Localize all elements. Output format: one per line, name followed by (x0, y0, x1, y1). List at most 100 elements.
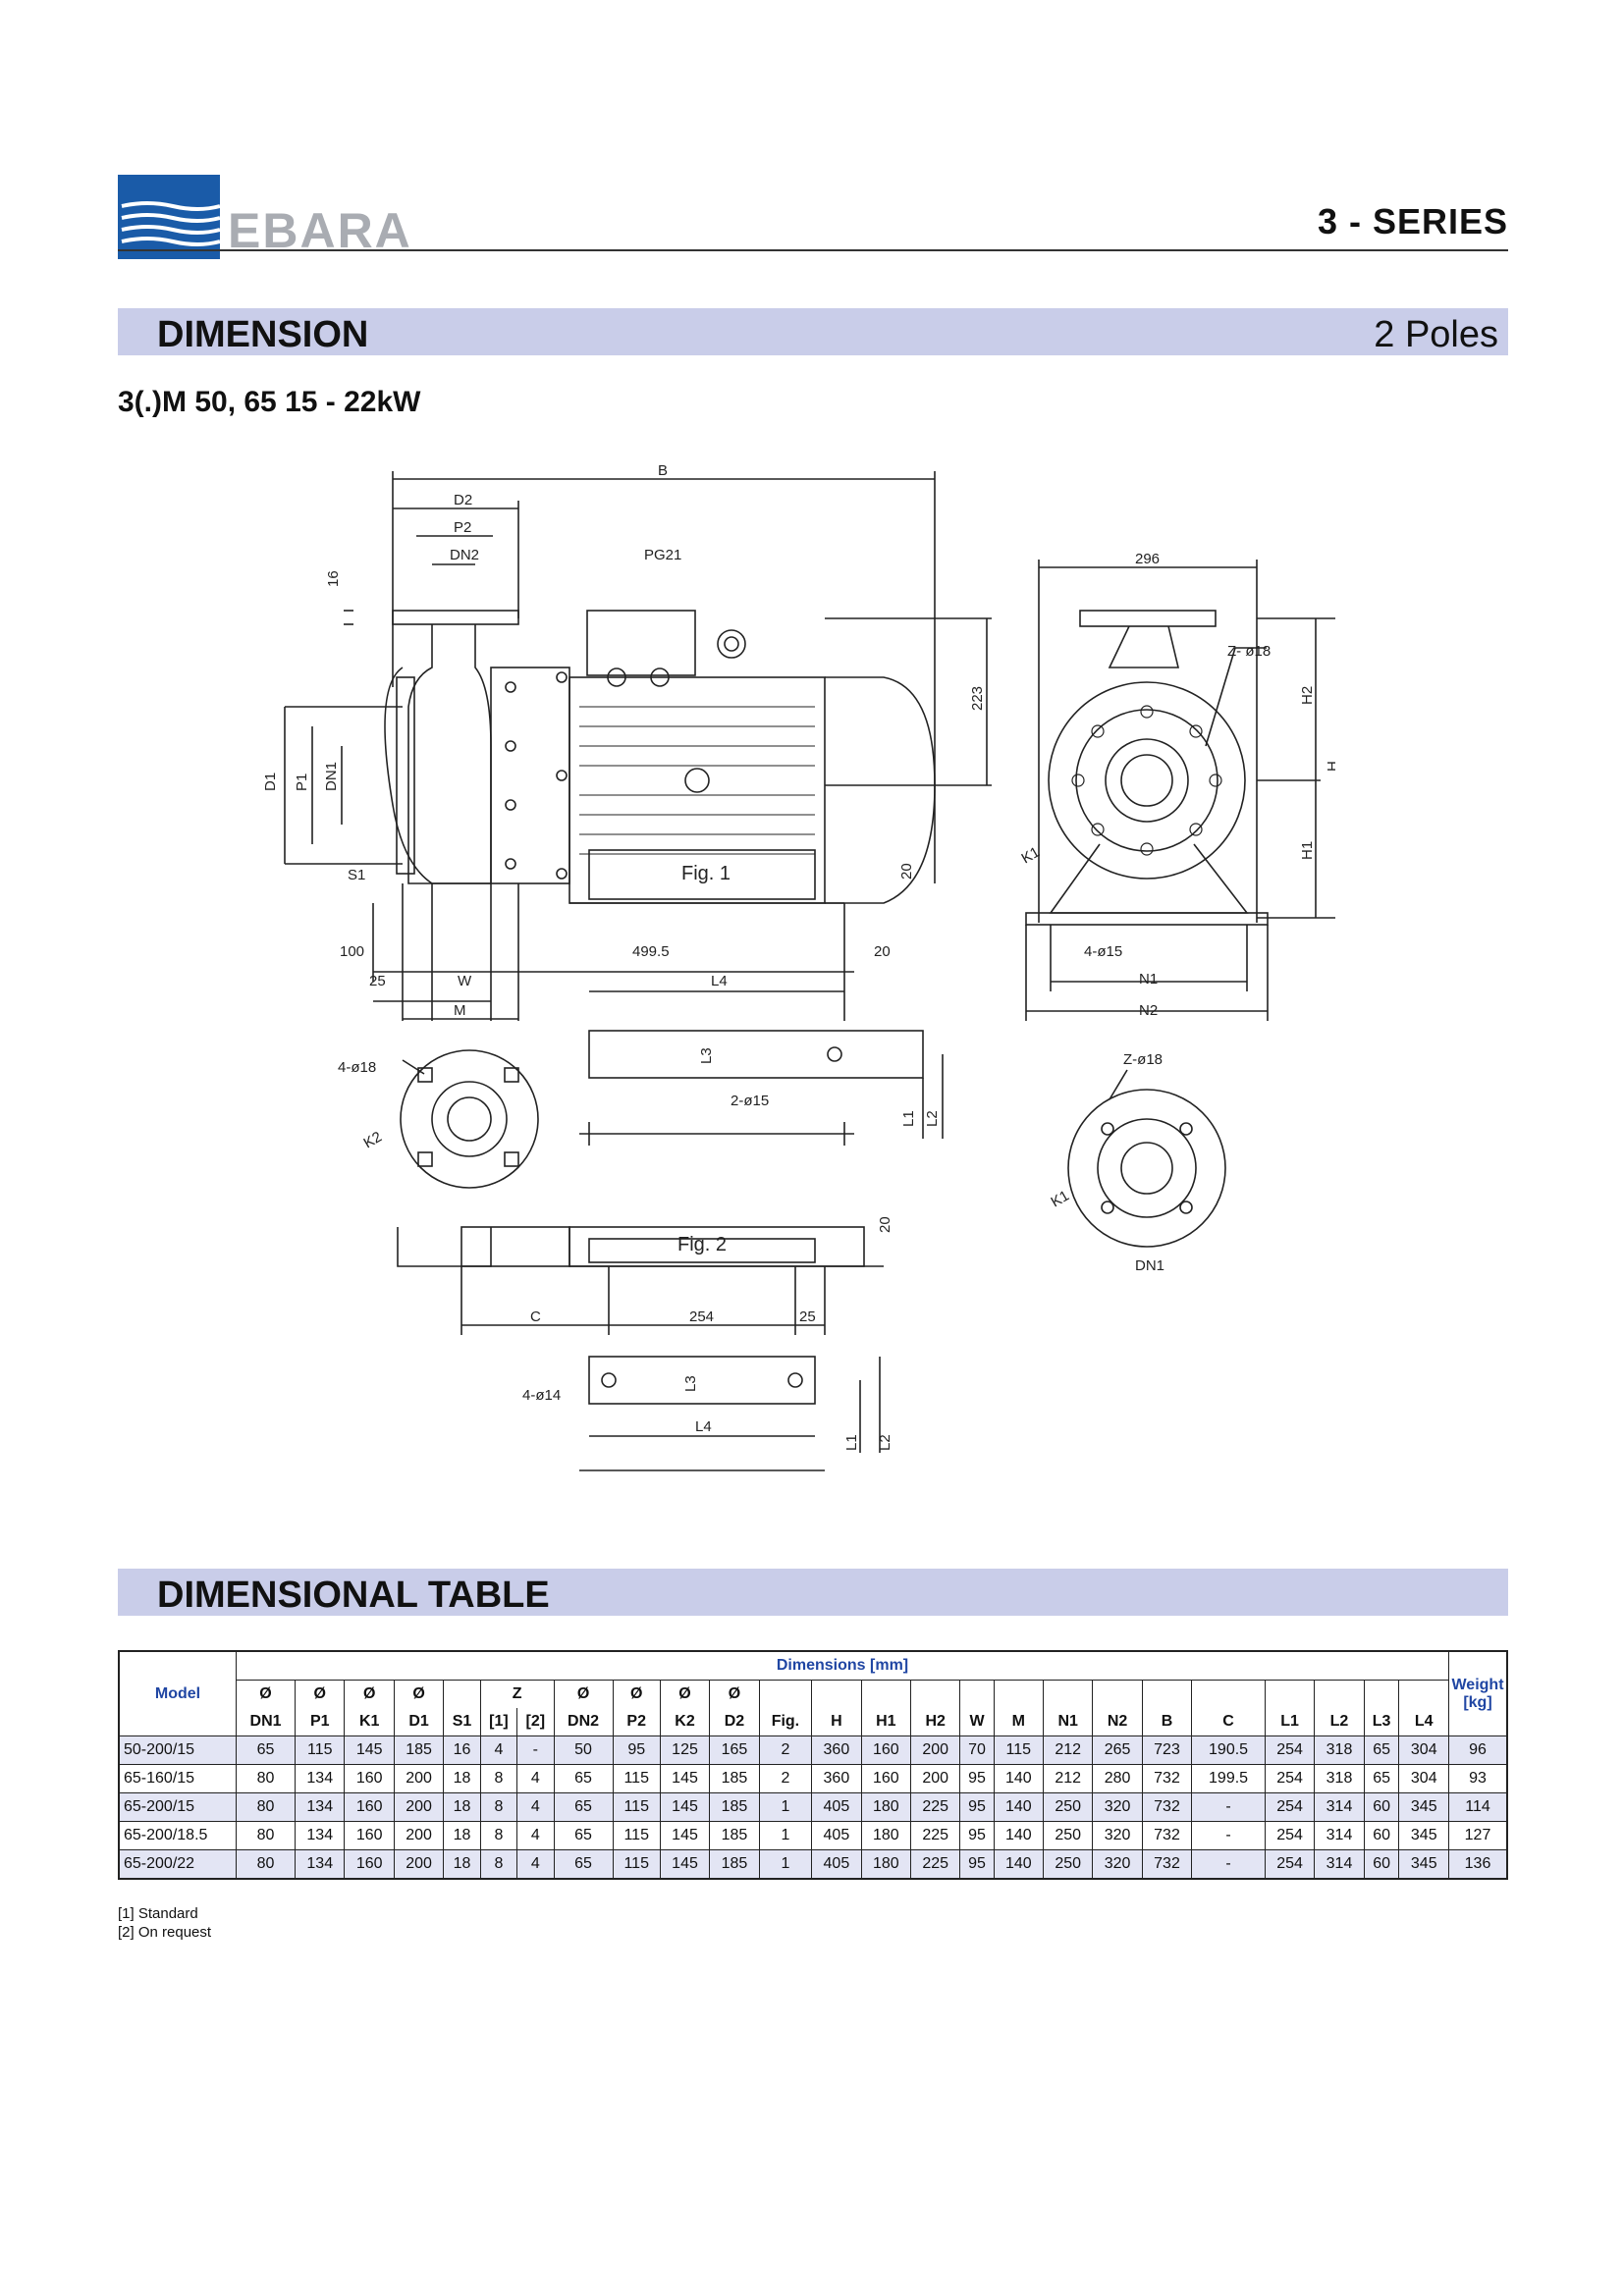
dimension-cell: - (1191, 1849, 1266, 1880)
header-code: DN1 (235, 1708, 297, 1736)
model-header: Model (118, 1650, 237, 1736)
dimension-cell: 80 (235, 1849, 297, 1880)
dimension-cell: 732 (1141, 1764, 1193, 1793)
label-DN2: DN2 (450, 547, 479, 563)
header-symbol (860, 1680, 912, 1708)
dimension-cell: 95 (612, 1735, 661, 1765)
dimension-cell: 200 (909, 1735, 961, 1765)
header-symbol (1042, 1680, 1094, 1708)
dimension-cell: - (1191, 1792, 1266, 1822)
label-223: 223 (969, 686, 986, 711)
dimension-cell: 8 (479, 1792, 518, 1822)
dimension-cell: 280 (1092, 1764, 1143, 1793)
dimension-cell: 160 (344, 1792, 395, 1822)
header-symbol: Z (479, 1680, 555, 1708)
label-DN1b: DN1 (1135, 1257, 1164, 1274)
label-100: 100 (340, 943, 364, 960)
header-code: B (1141, 1708, 1193, 1736)
label-P2: P2 (454, 519, 471, 536)
dimension-cell: 60 (1363, 1821, 1400, 1850)
label-P1: P1 (294, 774, 310, 791)
label-H1: H1 (1299, 841, 1316, 860)
dimension-cell: 145 (344, 1735, 395, 1765)
dimension-cell: 345 (1398, 1792, 1449, 1822)
weight-cell: 136 (1448, 1849, 1508, 1880)
footnotes: [1] Standard [2] On request (118, 1904, 211, 1942)
dimension-cell: 50 (553, 1735, 614, 1765)
dimension-cell: 320 (1092, 1821, 1143, 1850)
header-symbol (811, 1680, 862, 1708)
label-25b: 25 (799, 1308, 816, 1325)
label-M: M (454, 1002, 466, 1019)
header-code: W (959, 1708, 995, 1736)
dimension-cell: 185 (709, 1792, 760, 1822)
dimension-cell: 360 (811, 1764, 862, 1793)
dimension-cell: 345 (1398, 1849, 1449, 1880)
dimension-cell: 145 (659, 1849, 711, 1880)
dimension-cell: 18 (443, 1849, 481, 1880)
label-L4: L4 (711, 973, 728, 989)
header-symbol: Ø (344, 1680, 395, 1708)
dimension-cell: 732 (1141, 1792, 1193, 1822)
dimension-band: DIMENSION 2 Poles (118, 308, 1508, 355)
header-symbol (1398, 1680, 1449, 1708)
dimension-cell: 115 (612, 1764, 661, 1793)
dimension-cell: 185 (709, 1764, 760, 1793)
dimension-cell: 200 (393, 1764, 445, 1793)
dimension-cell: 318 (1314, 1764, 1365, 1793)
weight-header: Weight [kg] (1448, 1650, 1508, 1736)
dimension-cell: 199.5 (1191, 1764, 1266, 1793)
dimension-title: DIMENSION (157, 314, 369, 355)
dimension-cell: 18 (443, 1821, 481, 1850)
header-symbol (1363, 1680, 1400, 1708)
label-L3b: L3 (682, 1375, 699, 1392)
model-cell: 50-200/15 (118, 1735, 237, 1765)
dimension-cell: 8 (479, 1821, 518, 1850)
label-L1b: L1 (843, 1434, 860, 1451)
dimension-cell: 200 (909, 1764, 961, 1793)
dimension-cell: 8 (479, 1764, 518, 1793)
dimension-cell: 115 (612, 1821, 661, 1850)
label-C: C (530, 1308, 541, 1325)
label-B: B (658, 462, 668, 479)
label-L3: L3 (698, 1047, 715, 1064)
dimension-cell: 405 (811, 1849, 862, 1880)
label-N2: N2 (1139, 1002, 1158, 1019)
dimension-cell: 320 (1092, 1792, 1143, 1822)
label-D1: D1 (262, 773, 279, 791)
dimension-cell: 1 (758, 1849, 813, 1880)
label-20b: 20 (874, 943, 891, 960)
dimension-cell: 314 (1314, 1792, 1365, 1822)
dimension-cell: 160 (344, 1764, 395, 1793)
label-K1b: K1 (1049, 1188, 1072, 1211)
header-code: L4 (1398, 1708, 1449, 1736)
header-code: D2 (709, 1708, 760, 1736)
header-symbol (443, 1680, 481, 1708)
header-symbol (1191, 1680, 1266, 1708)
dimension-cell: 200 (393, 1792, 445, 1822)
dimension-cell: 304 (1398, 1735, 1449, 1765)
dimension-cell: 65 (553, 1849, 614, 1880)
dimension-cell: 265 (1092, 1735, 1143, 1765)
dimension-cell: 160 (860, 1764, 912, 1793)
dimension-cell: 80 (235, 1792, 297, 1822)
label-fig1: Fig. 1 (681, 863, 731, 884)
dimension-cell: 732 (1141, 1821, 1193, 1850)
dimension-cell: 212 (1042, 1764, 1094, 1793)
header-symbol (1314, 1680, 1365, 1708)
dimension-cell: 4 (516, 1764, 555, 1793)
dimension-cell: 140 (993, 1764, 1045, 1793)
model-range-subtitle: 3(.)M 50, 65 15 - 22kW (118, 386, 421, 418)
series-title: 3 - SERIES (1317, 201, 1508, 241)
header-symbol (959, 1680, 995, 1708)
dimension-cell: 190.5 (1191, 1735, 1266, 1765)
dimension-cell: 185 (709, 1849, 760, 1880)
dimension-cell: 250 (1042, 1792, 1094, 1822)
dimension-cell: 65 (1363, 1764, 1400, 1793)
model-cell: 65-200/22 (118, 1849, 237, 1880)
